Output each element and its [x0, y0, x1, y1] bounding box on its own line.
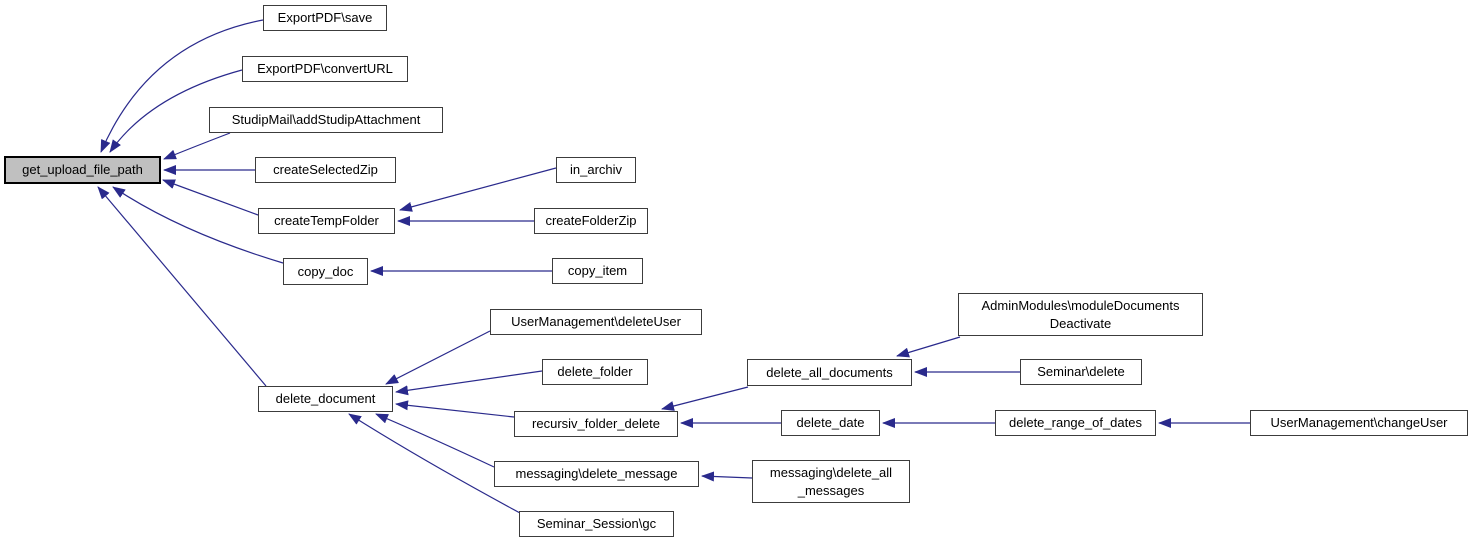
node-export_pdf_save[interactable]: ExportPDF\save [263, 5, 387, 31]
edge-export_pdf_save-to-get_upload_file_path [100, 19, 264, 153]
edge-delete_document-to-get_upload_file_path [97, 186, 267, 387]
node-user_management_change_user[interactable]: UserManagement\changeUser [1250, 410, 1468, 436]
edge-recursiv_folder_delete-to-delete_document [395, 400, 515, 418]
edge-admin_modules_module_documents_deactivate-to-delete_all_documents [896, 336, 961, 358]
edge-delete_folder-to-delete_document [395, 370, 543, 396]
node-recursiv_folder_delete[interactable]: recursiv_folder_delete [514, 411, 678, 437]
edge-studip_mail_add_studip_attachment-to-get_upload_file_path [163, 132, 231, 160]
node-messaging_delete_all_messages[interactable]: messaging\delete_all _messages [752, 460, 910, 503]
node-delete_folder[interactable]: delete_folder [542, 359, 648, 385]
edge-export_pdf_convert_url-to-get_upload_file_path [109, 69, 243, 153]
node-copy_item[interactable]: copy_item [552, 258, 643, 284]
edge-create_temp_folder-to-get_upload_file_path [162, 179, 259, 216]
node-seminar_session_gc[interactable]: Seminar_Session\gc [519, 511, 674, 537]
node-admin_modules_module_documents_deactivate[interactable]: AdminModules\moduleDocuments Deactivate [958, 293, 1203, 336]
edge-in_archiv-to-create_temp_folder [399, 167, 557, 212]
node-delete_document[interactable]: delete_document [258, 386, 393, 412]
edge-seminar_session_gc-to-delete_document [348, 413, 521, 514]
node-create_temp_folder[interactable]: createTempFolder [258, 208, 395, 234]
edge-user_management_delete_user-to-delete_document [385, 330, 491, 385]
edge-messaging_delete_all_messages-to-messaging_delete_message [701, 471, 753, 482]
edge-delete_all_documents-to-recursiv_folder_delete [661, 386, 749, 411]
node-export_pdf_convert_url[interactable]: ExportPDF\convertURL [242, 56, 408, 82]
node-delete_range_of_dates[interactable]: delete_range_of_dates [995, 410, 1156, 436]
node-create_selected_zip[interactable]: createSelectedZip [255, 157, 396, 183]
node-copy_doc[interactable]: copy_doc [283, 258, 368, 285]
node-delete_date[interactable]: delete_date [781, 410, 880, 436]
edge-copy_doc-to-get_upload_file_path [112, 186, 284, 264]
node-in_archiv[interactable]: in_archiv [556, 157, 636, 183]
node-studip_mail_add_studip_attachment[interactable]: StudipMail\addStudipAttachment [209, 107, 443, 133]
node-create_folder_zip[interactable]: createFolderZip [534, 208, 648, 234]
node-messaging_delete_message[interactable]: messaging\delete_message [494, 461, 699, 487]
node-delete_all_documents[interactable]: delete_all_documents [747, 359, 912, 386]
node-user_management_delete_user[interactable]: UserManagement\deleteUser [490, 309, 702, 335]
node-seminar_delete[interactable]: Seminar\delete [1020, 359, 1142, 385]
edge-messaging_delete_message-to-delete_document [375, 413, 495, 468]
node-get_upload_file_path: get_upload_file_path [4, 156, 161, 184]
